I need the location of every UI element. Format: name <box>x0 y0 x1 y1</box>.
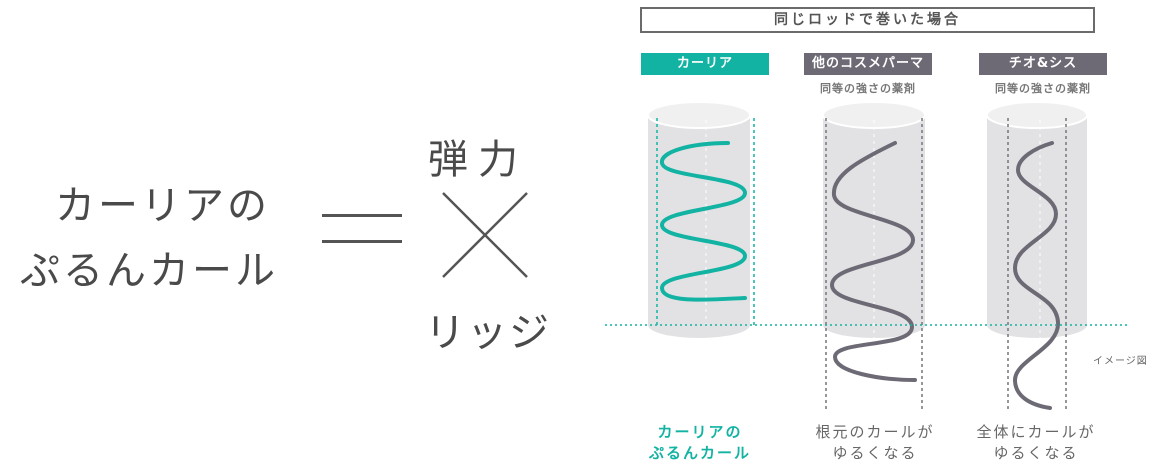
caption-thio-cys: 全体にカールが ゆるくなる <box>976 423 1096 462</box>
rod-cylinder-3 <box>986 101 1088 338</box>
equals-sign <box>322 210 402 246</box>
equation-left-line2: ぷるんカール <box>20 248 278 294</box>
curl-thio-cys <box>1012 141 1061 410</box>
column-label-other-perm: 他のコスメパーマ <box>804 53 932 75</box>
curl-other-perm <box>829 141 917 382</box>
caption-other-perm: 根元のカールが ゆるくなる <box>815 423 935 462</box>
caption-carelia: カーリアの ぷるんカール <box>648 423 751 462</box>
column-label-carelia: カーリア <box>641 53 769 75</box>
column-label-thio-cys: チオ&シス <box>979 53 1107 75</box>
equation-top-term: 弾力 <box>428 137 528 183</box>
comparison-header: 同じロッドで巻いた場合 <box>640 7 1095 33</box>
equation-bottom-term: リッジ <box>425 310 551 356</box>
equation-left-line1: カーリアの <box>55 183 270 229</box>
curl-carelia <box>659 141 748 302</box>
column-sub-other-perm: 同等の強さの薬剤 <box>820 82 916 95</box>
image-note: イメージ図 <box>1093 356 1148 367</box>
equation: カーリアの ぷるんカール 弾力 リッジ <box>20 137 551 356</box>
times-sign <box>442 192 528 278</box>
column-sub-thio-cys: 同等の強さの薬剤 <box>995 82 1091 95</box>
